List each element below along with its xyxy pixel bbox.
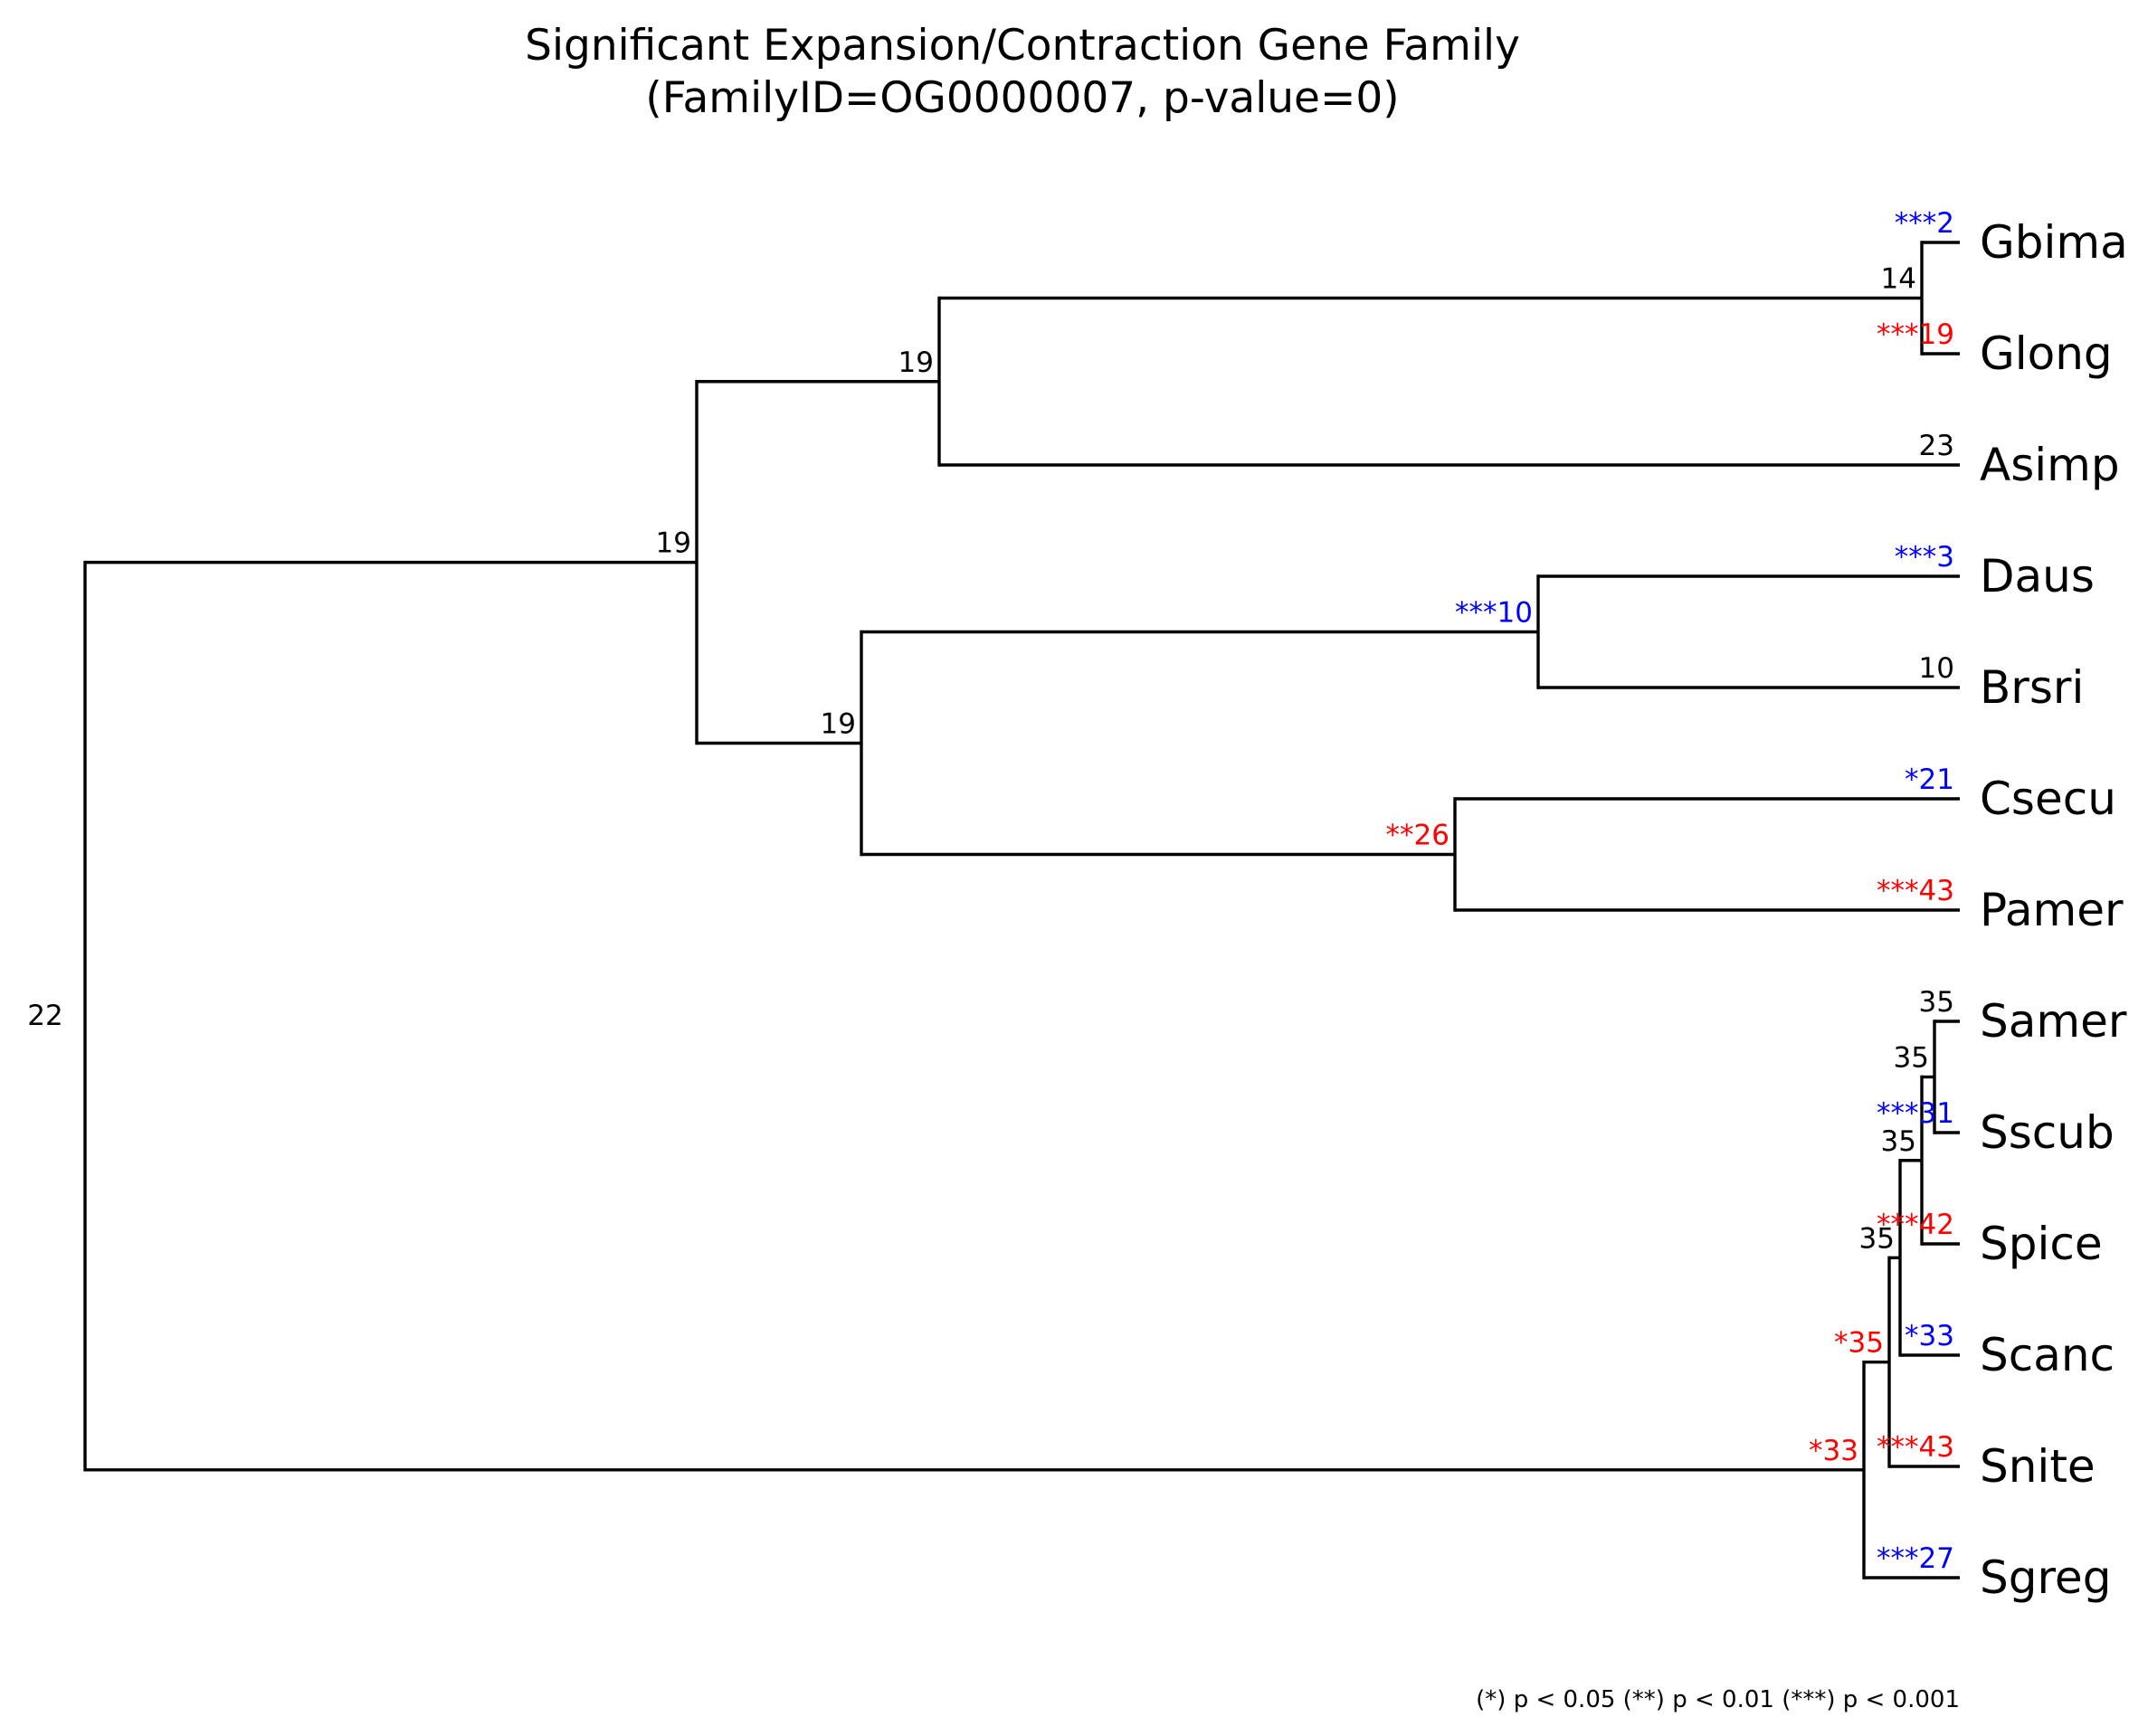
species-label-asimp: Asimp bbox=[1980, 439, 2120, 491]
node-count-n_a: 19 bbox=[656, 527, 691, 560]
significance-legend: (*) p < 0.05 (**) p < 0.01 (***) p < 0.0… bbox=[1476, 1686, 1960, 1713]
node-count-brsri: 10 bbox=[1919, 652, 1954, 685]
node-count-csecu: *21 bbox=[1905, 764, 1954, 796]
node-count-glong: ***19 bbox=[1877, 318, 1954, 351]
node-count-daus: ***3 bbox=[1895, 541, 1954, 574]
species-label-spice: Spice bbox=[1980, 1218, 2103, 1270]
species-label-sgreg: Sgreg bbox=[1980, 1551, 2111, 1604]
node-count-asimp: 23 bbox=[1919, 430, 1954, 462]
node-count-spice: ***42 bbox=[1877, 1209, 1954, 1241]
node-count-n_d: ***10 bbox=[1455, 597, 1533, 630]
tree-branches bbox=[83, 241, 1960, 1579]
node-count-scanc: *33 bbox=[1905, 1320, 1954, 1352]
node-count-gbima: ***2 bbox=[1895, 207, 1954, 240]
species-label-pamer: Pamer bbox=[1980, 884, 2124, 936]
node-count-samer: 35 bbox=[1919, 986, 1954, 1019]
node-count-sscub: ***31 bbox=[1877, 1097, 1954, 1130]
node-count-n_s1: *35 bbox=[1834, 1327, 1884, 1360]
species-label-glong: Glong bbox=[1980, 327, 2113, 380]
figure-title-line-2: (FamilyID=OG0000007, p-value=0) bbox=[645, 73, 1399, 123]
species-labels: GbimaGlongAsimpDausBrsriCsecuPamerSamerS… bbox=[1980, 216, 2128, 1604]
node-count-snite: ***43 bbox=[1877, 1431, 1954, 1464]
node-count-sgreg: ***27 bbox=[1877, 1542, 1954, 1575]
species-label-scanc: Scanc bbox=[1980, 1329, 2115, 1381]
species-label-sscub: Sscub bbox=[1980, 1106, 2115, 1159]
node-count-n_c: 19 bbox=[821, 708, 856, 741]
species-label-gbima: Gbima bbox=[1980, 216, 2128, 269]
node-count-n_e: **26 bbox=[1386, 820, 1449, 852]
node-count-n_b: 19 bbox=[898, 346, 934, 379]
figure-title-line-1: Significant Expansion/Contraction Gene F… bbox=[525, 21, 1520, 71]
node-count-n_s4: 35 bbox=[1894, 1042, 1929, 1075]
species-label-snite: Snite bbox=[1980, 1440, 2096, 1493]
species-label-csecu: Csecu bbox=[1980, 773, 2116, 825]
node-count-n_g: 14 bbox=[1881, 263, 1916, 296]
node-count-n_s2: 35 bbox=[1859, 1222, 1895, 1255]
node-count-root: 22 bbox=[27, 1000, 62, 1032]
species-label-brsri: Brsri bbox=[1980, 661, 2084, 714]
node-labels: 22 19 19 14 ***2 ***19 23 19 ***10 ***3 10 **26 *21 *… bbox=[27, 207, 1954, 1575]
node-count-n_s3: 35 bbox=[1881, 1125, 1916, 1158]
species-label-daus: Daus bbox=[1980, 550, 2095, 602]
node-count-n_s0: *33 bbox=[1809, 1435, 1858, 1467]
node-count-pamer: ***43 bbox=[1877, 875, 1954, 907]
species-label-samer: Samer bbox=[1980, 995, 2127, 1048]
